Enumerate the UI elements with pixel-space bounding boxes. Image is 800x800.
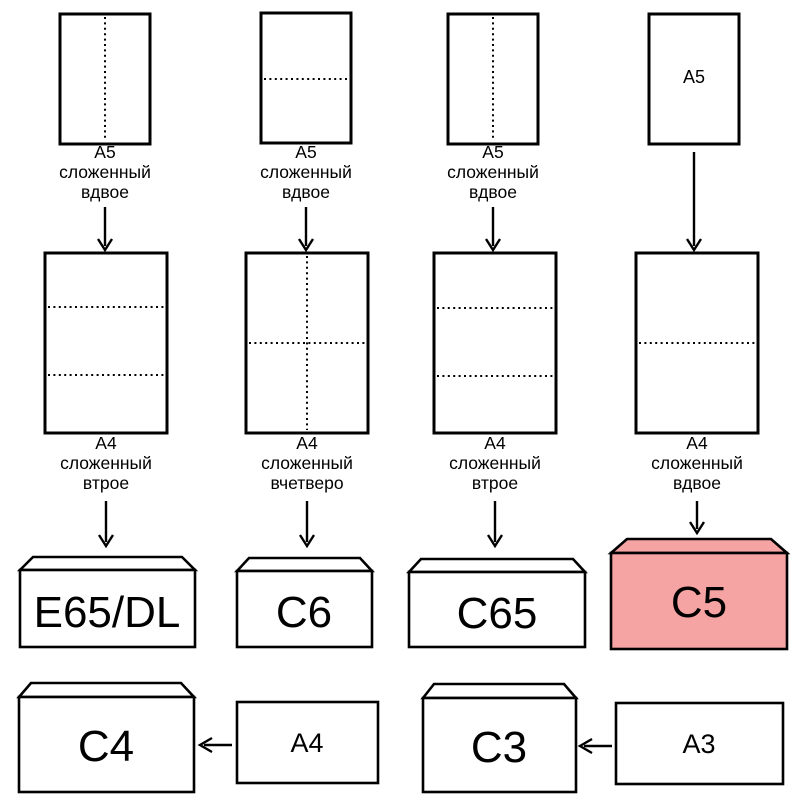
column-c65: А5 сложенный вдвое А4 сложенный втрое C6… (406, 12, 588, 649)
a4-caption-line3: втрое (83, 473, 129, 493)
down-arrow-head (97, 534, 115, 549)
a4-caption-line2: сложенный (651, 453, 743, 473)
envelope-label: C3 (471, 723, 527, 772)
paper-label: А4 (290, 728, 323, 758)
left-arrow-head (577, 737, 593, 755)
down-arrow-head (484, 238, 502, 253)
envelope-flap-highlighted (607, 537, 791, 555)
a5-caption-line1: А5 (295, 142, 316, 162)
column-e65dl: А5 сложенный вдвое А4 сложенный втрое E6… (16, 12, 199, 649)
a4-caption-line2: сложенный (449, 453, 541, 473)
envelope-label: C65 (457, 589, 538, 638)
a5-sheet (58, 12, 152, 146)
envelope-label: C4 (78, 722, 134, 771)
down-arrow-head (688, 521, 706, 536)
left-arrow-head (197, 736, 213, 754)
a5-sheet (259, 11, 353, 145)
a4-sheet (43, 251, 169, 435)
envelope-flap (16, 555, 199, 572)
envelope-body (18, 568, 197, 649)
a4-sheet (432, 251, 558, 435)
a4-caption-line3: вдвое (673, 473, 721, 493)
down-arrow-head (486, 534, 504, 549)
a5-caption-line1: А5 (94, 142, 115, 162)
down-arrow-head (298, 534, 316, 549)
envelope-label: C5 (671, 578, 727, 627)
a4-caption-line2: сложенный (60, 453, 152, 473)
envelope-label: E65/DL (34, 588, 181, 637)
a5-sheet (446, 12, 540, 146)
envelope-body (407, 570, 587, 649)
a4-caption-line2: сложенный (261, 453, 353, 473)
bottom-row-c3: C3 А3 (420, 682, 785, 794)
a5-caption-line1: А5 (482, 142, 503, 162)
down-arrow-head (96, 238, 114, 253)
down-arrow-head (297, 238, 315, 253)
column-c6: А5 сложенный вдвое А4 сложенный вчетверо… (234, 11, 375, 649)
a4-caption-line1: А4 (484, 433, 506, 453)
a5-caption-line3: вдвое (81, 182, 129, 202)
a5-sheet-label: А5 (683, 67, 705, 87)
envelope-body (421, 696, 578, 794)
paper-a4 (235, 700, 380, 785)
a5-caption-line2: сложенный (260, 162, 352, 182)
a5-caption-line2: сложенный (447, 162, 539, 182)
a5-caption-line3: вдвое (282, 182, 330, 202)
a5-sheet (647, 12, 741, 146)
a4-caption-line1: А4 (686, 433, 708, 453)
envelope-label: C6 (276, 588, 332, 637)
envelope-body-highlighted (609, 551, 789, 651)
bottom-row-c4: C4 А4 (16, 681, 380, 794)
envelope-flap (234, 556, 375, 573)
envelope-flap (406, 557, 588, 574)
paper-a3 (614, 701, 785, 786)
paper-label: А3 (682, 729, 715, 759)
a4-caption-line3: вчетверо (270, 473, 343, 493)
a4-caption-line3: втрое (472, 473, 518, 493)
column-c5: А5 А4 сложенный вдвое C5 (607, 12, 791, 651)
envelope-flap (420, 682, 579, 700)
envelope-flap (16, 681, 197, 699)
a4-sheet (634, 251, 760, 435)
envelope-body (17, 695, 196, 794)
a4-caption-line1: А4 (95, 433, 117, 453)
a5-caption-line2: сложенный (59, 162, 151, 182)
a5-caption-line3: вдвое (469, 182, 517, 202)
down-arrow-head (685, 238, 703, 253)
envelope-body (235, 569, 374, 649)
a4-caption-line1: А4 (296, 433, 318, 453)
